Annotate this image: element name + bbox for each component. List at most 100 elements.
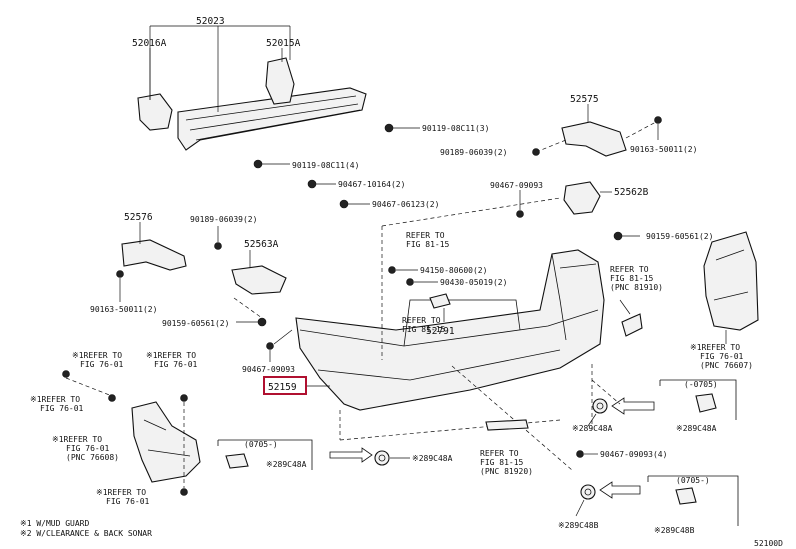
- bolt-90430[interactable]: [406, 278, 414, 286]
- ref-81-15-top-2[interactable]: FIG 81-15: [406, 240, 450, 249]
- clip-mud-left-4[interactable]: [180, 488, 188, 496]
- bolt-94150[interactable]: [388, 266, 396, 274]
- reflector-81910[interactable]: [621, 313, 643, 337]
- bolt-90159-right[interactable]: [613, 231, 623, 241]
- retainer-52562B[interactable]: [563, 181, 601, 215]
- label-52562B[interactable]: 52562B: [614, 187, 649, 198]
- label-89C48A-2[interactable]: ※289C48A: [676, 424, 717, 433]
- retainer-52563A[interactable]: [231, 265, 287, 295]
- ref-76-right-1[interactable]: ※1REFER TO: [690, 343, 740, 352]
- label-90189-right[interactable]: 90189-06039(2): [440, 148, 507, 157]
- bracket-52016A[interactable]: [137, 93, 173, 131]
- arrow-sensor-right: [611, 397, 655, 415]
- clip-mud-left-2[interactable]: [108, 394, 116, 402]
- ref-81-15-bot-2[interactable]: FIG 81-15: [480, 458, 524, 467]
- sensor-89C48A-center[interactable]: [374, 450, 390, 466]
- reflector-52791[interactable]: [429, 293, 451, 309]
- date-range-upper: (-0705): [684, 380, 718, 389]
- label-94150[interactable]: 94150-80600(2): [420, 266, 487, 275]
- label-52159[interactable]: 52159: [268, 382, 297, 393]
- label-90467-09093-top[interactable]: 90467-09093: [490, 181, 543, 190]
- ref-76-l5-2[interactable]: FIG 76-01: [106, 497, 150, 506]
- label-52015A[interactable]: 52015A: [266, 38, 301, 49]
- ref-76-l4-2[interactable]: FIG 76-01: [66, 444, 110, 453]
- ref-76-l1-2[interactable]: FIG 76-01: [80, 360, 124, 369]
- highlight-52159[interactable]: [263, 376, 307, 395]
- label-52576[interactable]: 52576: [124, 212, 153, 223]
- label-89C48A-1[interactable]: ※289C48A: [572, 424, 613, 433]
- label-90119-3[interactable]: 90119-08C11(3): [422, 124, 489, 133]
- ref-76-l1-1[interactable]: ※1REFER TO: [72, 351, 122, 360]
- clip-mud-left-3[interactable]: [180, 394, 188, 402]
- clip-90467-09093-mid[interactable]: [266, 342, 274, 350]
- ref-81-15-mid-2[interactable]: FIG 81-15: [402, 325, 446, 334]
- bolt-90119-3[interactable]: [384, 123, 394, 133]
- label-90189-left[interactable]: 90189-06039(2): [190, 215, 257, 224]
- label-90119-4[interactable]: 90119-08C11(4): [292, 161, 359, 170]
- subbox-right-lower: [647, 475, 739, 526]
- label-89C48B-1[interactable]: ※289C48B: [558, 521, 599, 530]
- label-90430[interactable]: 90430-05019(2): [440, 278, 507, 287]
- ref-76-right-3[interactable]: (PNC 76607): [700, 361, 753, 370]
- clip-90189-right[interactable]: [532, 148, 540, 156]
- label-89C48A-3[interactable]: ※289C48A: [412, 454, 453, 463]
- sensor-89C48A-right[interactable]: [592, 398, 608, 414]
- label-90467-09093-mid[interactable]: 90467-09093: [242, 365, 295, 374]
- ref-81-15-right-2[interactable]: FIG 81-15: [610, 274, 654, 283]
- bolt-90159-left[interactable]: [257, 317, 267, 327]
- label-90467-06123[interactable]: 90467-06123(2): [372, 200, 439, 209]
- ref-76-l3-1[interactable]: ※1REFER TO: [30, 395, 80, 404]
- clip-90189-left[interactable]: [214, 242, 222, 250]
- bolt-90119-4[interactable]: [253, 159, 263, 169]
- clip-90467-09093-4[interactable]: [576, 450, 584, 458]
- reflector-81920[interactable]: [485, 419, 529, 431]
- label-52563A[interactable]: 52563A: [244, 239, 279, 250]
- label-90159-right[interactable]: 90159-60561(2): [646, 232, 713, 241]
- bolt-90163-left[interactable]: [116, 270, 124, 278]
- sensor-holder-upper[interactable]: [695, 393, 717, 413]
- label-52575[interactable]: 52575: [570, 94, 599, 105]
- bracket-52015A[interactable]: [265, 57, 295, 105]
- ref-81-15-bot-3[interactable]: (PNC 81920): [480, 467, 533, 476]
- ref-81-15-mid-1[interactable]: REFER TO: [402, 316, 441, 325]
- ref-76-l4-3[interactable]: (PNC 76608): [66, 453, 119, 462]
- ref-76-l5-1[interactable]: ※1REFER TO: [96, 488, 146, 497]
- ref-81-15-right-3[interactable]: (PNC 81910): [610, 283, 663, 292]
- clip-90467-06123[interactable]: [339, 199, 349, 209]
- label-90467-09093-4[interactable]: 90467-09093(4): [600, 450, 667, 459]
- label-90163-left[interactable]: 90163-50011(2): [90, 305, 157, 314]
- label-52023[interactable]: 52023: [196, 16, 225, 27]
- bumper-reinforcement[interactable]: [177, 87, 367, 151]
- ref-76-l2-1[interactable]: ※1REFER TO: [146, 351, 196, 360]
- clip-mud-left-1[interactable]: [62, 370, 70, 378]
- ref-81-15-top-1[interactable]: REFER TO: [406, 231, 445, 240]
- leader-89C48A-right: [587, 413, 597, 427]
- label-52016A[interactable]: 52016A: [132, 38, 167, 49]
- label-90163-right[interactable]: 90163-50011(2): [630, 145, 697, 154]
- ref-81-15-bot-1[interactable]: REFER TO: [480, 449, 519, 458]
- label-89C48B-2[interactable]: ※289C48B: [654, 526, 695, 535]
- clip-90467-10164[interactable]: [307, 179, 317, 189]
- bolt-90163-right[interactable]: [654, 116, 662, 124]
- bracket-52575[interactable]: [561, 121, 627, 157]
- date-range-left: (0705-): [244, 440, 278, 449]
- ref-81-15-right-1[interactable]: REFER TO: [610, 265, 649, 274]
- ref-76-l2-2[interactable]: FIG 76-01: [154, 360, 198, 369]
- label-52791[interactable]: 52791: [426, 326, 455, 337]
- ref-76-l4-1[interactable]: ※1REFER TO: [52, 435, 102, 444]
- bracket-52576[interactable]: [121, 239, 187, 271]
- mud-guard-left[interactable]: [131, 401, 201, 483]
- label-90467-10164[interactable]: 90467-10164(2): [338, 180, 405, 189]
- sensor-holder-lower[interactable]: [675, 487, 697, 505]
- mud-guard-right[interactable]: [703, 231, 759, 331]
- label-90159-left[interactable]: 90159-60561(2): [162, 319, 229, 328]
- ref-76-right-2[interactable]: FIG 76-01: [700, 352, 744, 361]
- ref-76-l3-2[interactable]: FIG 76-01: [40, 404, 84, 413]
- label-89C48A-4[interactable]: ※289C48A: [266, 460, 307, 469]
- bumper-cover-52159[interactable]: [295, 249, 605, 411]
- clip-90467-09093-top[interactable]: [516, 210, 524, 218]
- sensor-holder-left[interactable]: [225, 453, 249, 469]
- guide-mud-left: [65, 377, 185, 488]
- sensor-89C48B[interactable]: [580, 484, 596, 500]
